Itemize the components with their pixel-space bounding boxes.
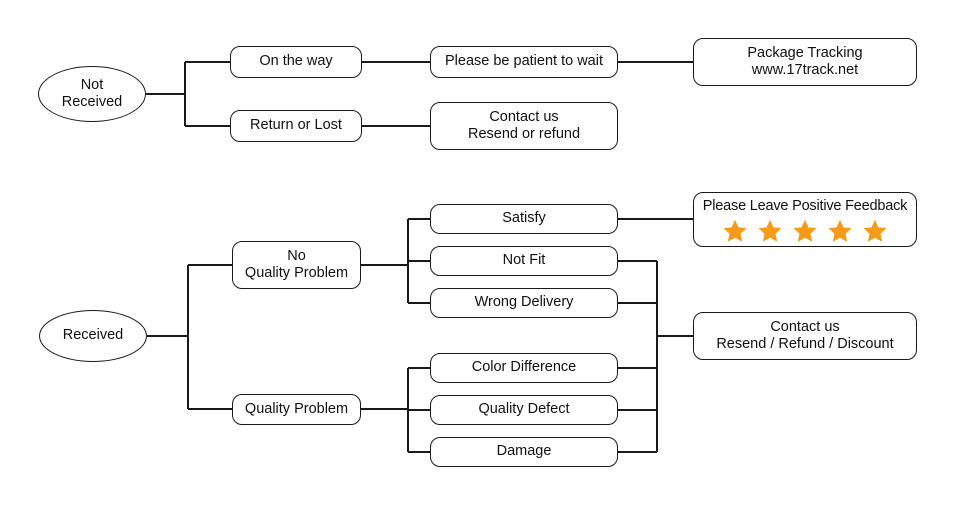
node-quality-problem[interactable]: Quality Problem — [232, 394, 361, 425]
node-satisfy-label: Satisfy — [502, 210, 546, 227]
node-on-the-way[interactable]: On the way — [230, 46, 362, 78]
node-damage[interactable]: Damage — [430, 437, 618, 467]
node-contact-us-line-2: Resend or refund — [467, 126, 581, 142]
node-package-tracking[interactable]: Package Tracking www.17track.net — [693, 38, 917, 86]
node-not-received[interactable]: Not Received — [38, 66, 146, 122]
node-not-fit-label: Not Fit — [502, 252, 546, 269]
node-quality-problem-label: Quality Problem — [244, 400, 349, 417]
node-return-or-lost[interactable]: Return or Lost — [230, 110, 362, 142]
node-package-tracking-title: Package Tracking — [747, 44, 863, 61]
star-icon[interactable] — [722, 218, 748, 244]
node-please-be-patient-label: Please be patient to wait — [445, 53, 603, 70]
node-damage-label: Damage — [496, 443, 552, 460]
node-satisfy[interactable]: Satisfy — [430, 204, 618, 234]
node-contact-us-line-1: Contact us — [489, 108, 559, 125]
node-wrong-delivery[interactable]: Wrong Delivery — [430, 288, 618, 318]
node-not-received-line-1: Not — [80, 76, 104, 93]
star-icon[interactable] — [827, 218, 853, 244]
node-quality-defect[interactable]: Quality Defect — [430, 395, 618, 425]
node-no-quality-problem-line-2: Quality Problem — [244, 265, 349, 281]
node-not-fit[interactable]: Not Fit — [430, 246, 618, 276]
star-rating[interactable] — [722, 218, 888, 244]
node-contact-us-discount-line-1: Contact us — [770, 318, 840, 335]
node-no-quality-problem-line-1: No — [287, 247, 306, 264]
node-contact-us-resend-refund-discount[interactable]: Contact us Resend / Refund / Discount — [693, 312, 917, 360]
node-return-or-lost-label: Return or Lost — [250, 117, 342, 134]
node-wrong-delivery-label: Wrong Delivery — [474, 294, 574, 311]
node-please-be-patient-to-wait[interactable]: Please be patient to wait — [430, 46, 618, 78]
node-package-tracking-url: www.17track.net — [751, 62, 859, 78]
node-please-leave-positive-feedback[interactable]: Please Leave Positive Feedback — [693, 192, 917, 247]
node-color-difference[interactable]: Color Difference — [430, 353, 618, 383]
node-contact-us-resend-or-refund[interactable]: Contact us Resend or refund — [430, 102, 618, 150]
node-received-label: Received — [62, 327, 124, 344]
star-icon[interactable] — [792, 218, 818, 244]
feedback-title: Please Leave Positive Feedback — [702, 198, 908, 214]
node-quality-defect-label: Quality Defect — [478, 401, 570, 418]
node-on-the-way-label: On the way — [259, 53, 333, 70]
node-contact-us-discount-line-2: Resend / Refund / Discount — [716, 336, 894, 352]
node-color-difference-label: Color Difference — [471, 359, 577, 376]
node-no-quality-problem[interactable]: No Quality Problem — [232, 241, 361, 289]
star-icon[interactable] — [757, 218, 783, 244]
star-icon[interactable] — [862, 218, 888, 244]
node-not-received-line-2: Received — [61, 94, 123, 110]
node-received[interactable]: Received — [39, 310, 147, 362]
